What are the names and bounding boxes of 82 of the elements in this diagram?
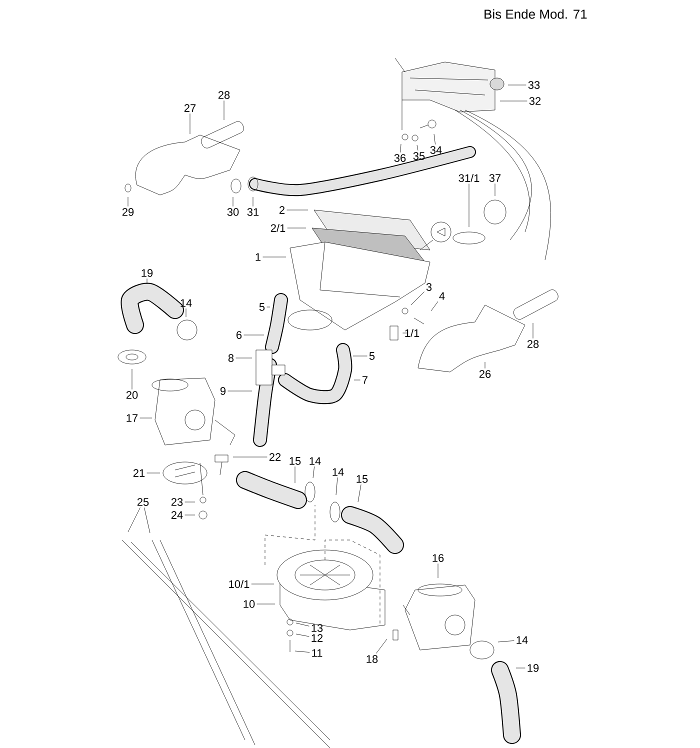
leader-line [232, 196, 234, 207]
leader-line [434, 134, 436, 145]
callout-number: 14 [332, 468, 344, 476]
leader-line [252, 196, 254, 207]
callout-number: 36 [394, 154, 406, 162]
callout-number: 28 [527, 340, 539, 348]
callout-number: 34 [430, 146, 442, 154]
leader-line [296, 634, 310, 637]
leader-line [500, 100, 528, 102]
leader-line [128, 507, 140, 532]
leader-line [244, 334, 264, 336]
callout-number: 13 [312, 624, 323, 632]
leader-line [508, 84, 526, 86]
callout-number: 3 [426, 283, 432, 291]
callout-number: 12 [312, 634, 323, 642]
leader-line [296, 622, 310, 626]
callout-number: 8 [228, 354, 234, 362]
leader-line [146, 472, 160, 474]
leader-line [262, 256, 286, 258]
leader-line [232, 456, 268, 458]
leader-line [358, 484, 362, 502]
callout-number: 2 [280, 206, 284, 214]
callout-number: 26 [479, 370, 491, 378]
callout-number: 19 [142, 269, 153, 277]
callout-number: 22 [269, 453, 281, 461]
callout-number: 18 [366, 655, 378, 663]
callout-number: 31/1 [458, 174, 480, 182]
callout-number: 2/1 [270, 224, 286, 232]
callout-number: 15 [356, 475, 368, 483]
callout-number: 19 [528, 664, 539, 672]
callout-number: 14 [516, 636, 528, 644]
callout-number: 10 [244, 600, 255, 608]
callout-number: 37 [489, 174, 501, 182]
callout-number: 23 [171, 498, 183, 506]
callout-number: 20 [126, 391, 138, 399]
leader-line [410, 292, 424, 306]
leader-line [402, 332, 408, 334]
leader-line [294, 466, 296, 484]
callout-number: 14 [180, 299, 192, 307]
leader-line [144, 507, 150, 534]
leader-line [494, 183, 496, 196]
callout-number: 33 [528, 81, 540, 89]
callout-number: 9 [220, 387, 226, 395]
callout-number: 14 [310, 457, 321, 465]
callout-number: 11 [312, 649, 322, 657]
callout-number: 4 [439, 292, 445, 300]
leader-line [294, 650, 310, 653]
callout-number: 35 [413, 152, 425, 160]
leader-line [400, 144, 402, 153]
leader-line [184, 514, 196, 516]
callout-number: 6 [236, 331, 242, 339]
callout-number: 5 [259, 303, 265, 311]
callout-number: 30 [227, 208, 239, 216]
leader-line [430, 301, 438, 312]
leader-line [484, 362, 486, 369]
callout-number: 7 [362, 376, 368, 384]
callout-number: 24 [171, 511, 183, 519]
leader-line [376, 638, 388, 654]
leader-line [266, 306, 270, 308]
callout-number: 17 [126, 414, 138, 422]
leader-line [468, 184, 470, 228]
callout-number: 28 [218, 91, 230, 99]
callout-number: 31 [247, 208, 259, 216]
title: Bis Ende Mod. 71 [484, 9, 587, 19]
leader-line [228, 390, 252, 392]
leader-line [336, 477, 338, 496]
leader-line [146, 278, 148, 284]
callout-number: 1 [256, 253, 261, 261]
callout-number: 29 [122, 208, 134, 216]
leader-line [498, 640, 514, 642]
callout-number: 5 [369, 352, 375, 360]
callout-number: 1/1 [405, 328, 420, 338]
callout-number: 21 [133, 469, 145, 477]
leader-line [312, 466, 315, 478]
callout-number: 16 [432, 554, 444, 562]
callout-number: 32 [529, 97, 541, 105]
callout-number: 10/1 [229, 580, 250, 588]
callout-number: 15 [290, 457, 301, 465]
leader-line [416, 144, 418, 151]
callout-number: 27 [184, 104, 196, 112]
callout-number: 25 [137, 498, 149, 506]
leader-line [532, 322, 534, 339]
